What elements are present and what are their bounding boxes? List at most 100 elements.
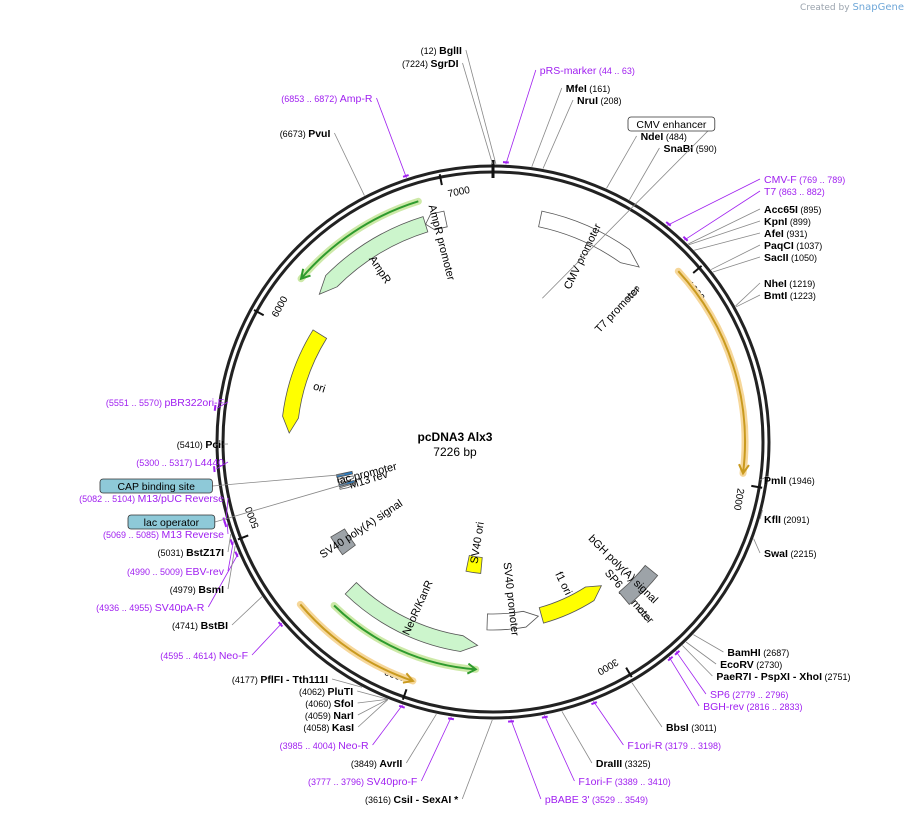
primer-mark [667, 656, 674, 662]
site-bstz17i: (5031) BstZ17I [158, 534, 232, 559]
site-name: T7 [764, 186, 776, 198]
site-name: M13 Reverse [162, 529, 225, 541]
primer-mark [674, 650, 681, 656]
site-csii-sexai: (3616) CsiI - SexAI * [365, 719, 493, 806]
site-neo-f: (4595 .. 4614) Neo-F [160, 621, 284, 662]
site-name: BmtI [764, 290, 787, 302]
site-kpni: KpnI (899) [688, 216, 811, 246]
site-coord: (863 .. 882) [776, 187, 825, 197]
site-label: (4060) SfoI [305, 698, 353, 710]
feature-arrowhead [466, 662, 478, 675]
site-name: pBABE 3' [545, 794, 590, 806]
site-mfei: MfeI (161) [531, 83, 610, 167]
site-coord: (7224) [402, 59, 431, 69]
site-coord: (931) [784, 229, 808, 239]
site-leader [225, 497, 229, 520]
site-name: SP6 [710, 689, 730, 701]
site-label: (3777 .. 3796) SV40pro-F [308, 776, 417, 788]
feature-shape [425, 210, 448, 231]
feature-label: AmpR promoter [426, 204, 457, 282]
site-name: NruI [577, 95, 598, 107]
site-name: CsiI - SexAI * [393, 794, 459, 806]
site-coord: (4595 .. 4614) [160, 651, 219, 661]
boxed-label-cap-binding-site: CAP binding site [99, 474, 345, 494]
tick-label-6000: 6000 [270, 294, 291, 319]
site-draiii: DraIII (3325) [561, 711, 651, 770]
site-paer7i-pspxi-xhoi: PaeR7I - PspXI - XhoI (2751) [682, 645, 851, 683]
site-ebv-rev: (4990 .. 5009) EBV-rev [127, 539, 234, 578]
site-coord: (2816 .. 2833) [744, 702, 803, 712]
site-bbsi: BbsI (3011) [631, 682, 717, 734]
site-pbabe-3: pBABE 3' (3529 .. 3549) [508, 719, 648, 806]
site-pcii: (5410) PciI [177, 439, 229, 451]
site-name: BsmI [198, 584, 224, 596]
site-name: SV40pro-F [367, 776, 418, 788]
site-label: (3985 .. 4004) Neo-R [280, 740, 369, 752]
site-leader [465, 49, 497, 165]
site-label: EcoRV (2730) [720, 659, 782, 671]
site-f1ori-f: F1ori-F (3389 .. 3410) [541, 715, 671, 788]
feature-shape [336, 475, 355, 483]
site-coord: (769 .. 789) [797, 175, 846, 185]
site-label: PmlI (1946) [764, 475, 815, 487]
site-coord: (3777 .. 3796) [308, 777, 367, 787]
site-coord: (1219) [787, 279, 816, 289]
boxed-label-text: lac operator [144, 517, 200, 529]
feature-sv40-ori: SV40 ori [465, 521, 487, 574]
site-nari: (4059) NarI [305, 699, 389, 722]
site-coord: (4741) [172, 621, 201, 631]
feature-label: SV40 poly(A) signal [318, 498, 405, 561]
boxed-label-leader [214, 483, 347, 523]
feature-line [300, 200, 419, 280]
feature-shape [636, 606, 650, 622]
plasmid-title: pcDNA3 Alx3 7226 bp [418, 430, 493, 460]
site-name: PmlI [764, 475, 786, 487]
primer-mark [448, 717, 455, 721]
site-leader [331, 678, 363, 688]
site-leader [712, 256, 761, 273]
site-leader [544, 715, 575, 782]
site-leader [376, 97, 407, 178]
boxed-label-cmv-enhancer: CMV enhancer [542, 116, 716, 299]
site-name: SnaBI [663, 143, 693, 155]
site-label: BbsI (3011) [666, 722, 717, 734]
primer-mark [213, 466, 216, 473]
site-label: (5410) PciI [177, 439, 224, 451]
feature-line [677, 270, 746, 474]
site-nrui: NruI (208) [542, 95, 622, 169]
snapgene-logo-text: SnapGene [852, 2, 904, 13]
feature-shape [318, 216, 429, 296]
site-leader [461, 719, 493, 800]
tick-label-7000: 7000 [447, 185, 471, 200]
site-name: pBR322ori-F [164, 397, 224, 409]
tick-7000 [438, 174, 443, 186]
feature-shape [465, 555, 483, 574]
primer-mark [222, 517, 227, 524]
site-coord: (4990 .. 5009) [127, 567, 186, 577]
site-name: AfeI [764, 228, 784, 240]
site-bmti: BmtI (1223) [735, 290, 816, 308]
site-name: KflI [764, 514, 781, 526]
backbone-outer-strand [215, 164, 771, 720]
site-label: (12) BglII [421, 45, 462, 57]
site-leader [735, 282, 761, 307]
feature-ori: ori [282, 329, 328, 434]
site-name: PaeR7I - PspXI - XhoI [716, 671, 822, 683]
feature-shape [538, 585, 603, 624]
primer-mark [591, 701, 598, 706]
feature-label: f1 ori [552, 570, 574, 597]
site-leader [668, 656, 700, 707]
primer-mark [277, 621, 284, 628]
site-coord: (5082 .. 5104) [79, 494, 138, 504]
feature-shape [618, 564, 659, 605]
feature-arrowhead [402, 672, 415, 684]
site-coord: (44 .. 63) [596, 66, 635, 76]
site-coord: (3985 .. 4004) [280, 741, 339, 751]
site-name: NarI [333, 710, 354, 722]
site-f1ori-r: F1ori-R (3179 .. 3198) [591, 701, 721, 752]
site-coord: (1223) [787, 291, 816, 301]
site-sacii: SacII (1050) [712, 252, 817, 273]
site-coord: (1037) [794, 241, 823, 251]
site-coord: (3011) [689, 723, 717, 733]
